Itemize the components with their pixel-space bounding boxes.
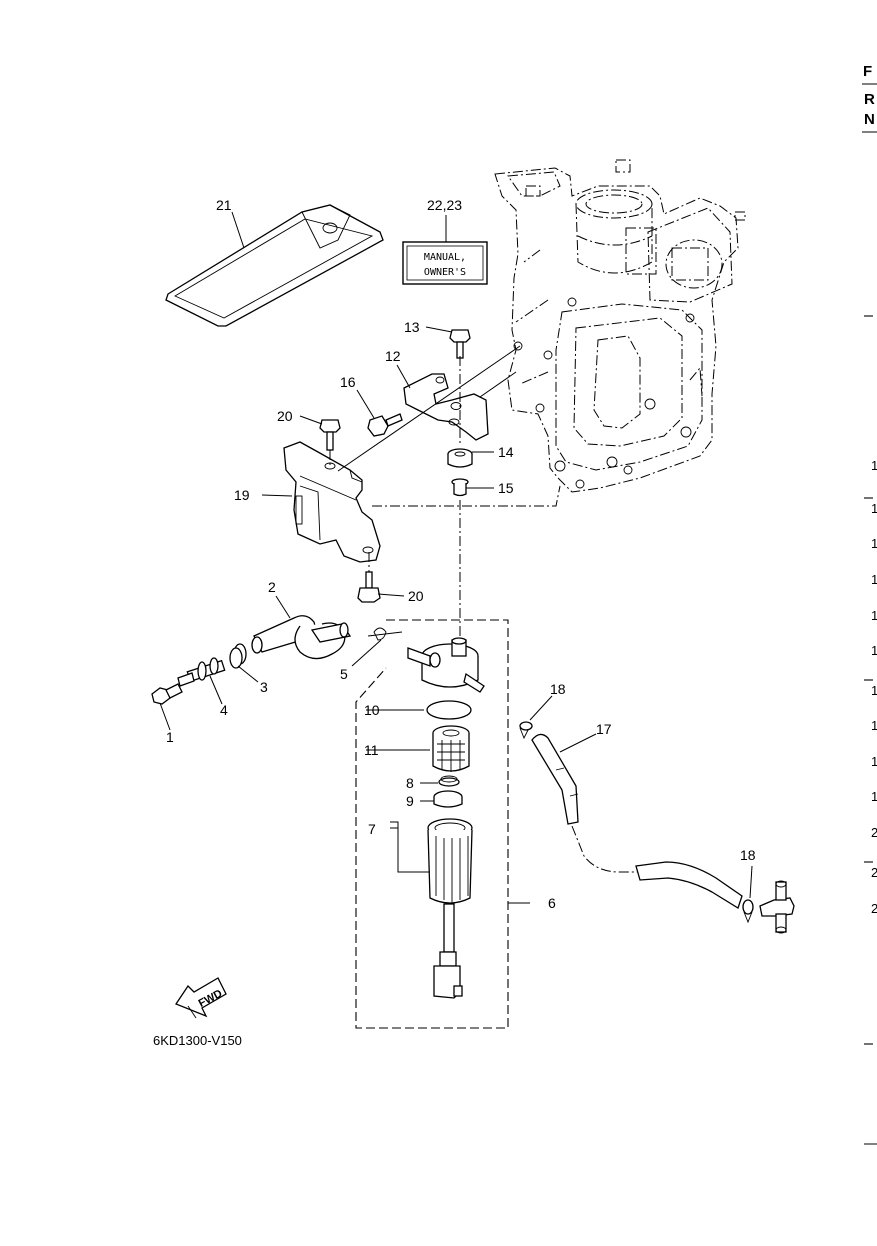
manual-text-line2: OWNER'S	[424, 267, 466, 278]
tee-joint-part	[759, 880, 795, 934]
callout-18-upper: 18	[550, 681, 566, 697]
clip-18-upper-part	[519, 695, 553, 740]
callout-3: 3	[260, 679, 268, 695]
callout-8: 8	[406, 775, 414, 791]
bracket-part	[396, 364, 489, 441]
callout-9: 9	[406, 793, 414, 809]
edge-letter: R	[864, 91, 875, 108]
callout-4: 4	[220, 702, 228, 718]
owners-manual-label: MANUAL, OWNER'S	[402, 215, 488, 285]
edge-number: 2	[871, 825, 877, 840]
clip-18-lower-part	[742, 865, 754, 924]
bolt-20-upper-part	[299, 415, 341, 451]
callout-18-lower: 18	[740, 847, 756, 863]
callout-1: 1	[166, 729, 174, 745]
callout-22-23: 22,23	[427, 197, 462, 213]
diagram-code: 6KD1300-V150	[153, 1033, 242, 1048]
callout-13: 13	[404, 319, 420, 335]
float-part	[420, 790, 463, 808]
callout-20-lower: 20	[408, 588, 424, 604]
o-ring-part	[366, 700, 472, 720]
edge-number: 1	[871, 718, 877, 733]
edge-number: 1	[871, 608, 877, 623]
edge-number: 1	[871, 789, 877, 804]
manual-pouch-part	[165, 204, 384, 327]
connection-lines	[329, 345, 561, 640]
callout-12: 12	[385, 348, 401, 364]
plug-1-part	[151, 683, 183, 731]
joint-4-part	[177, 657, 226, 705]
callout-7: 7	[368, 821, 376, 837]
bolt-16-part	[356, 389, 403, 437]
edge-number: 2	[871, 901, 877, 916]
callout-11: 11	[364, 742, 379, 758]
callout-15: 15	[498, 480, 514, 496]
edge-number: 1	[871, 458, 877, 473]
right-edge-fragments: F R N 1 1 1 1 1 1 1 1 1 1 2 2 2	[862, 63, 877, 1145]
callout-5: 5	[340, 666, 348, 682]
edge-number: 1	[871, 501, 877, 516]
bolt-13-part	[425, 326, 471, 359]
fwd-arrow-icon: FWD	[175, 977, 227, 1019]
bolt-20-lower-part	[357, 571, 405, 603]
callout-19: 19	[234, 487, 250, 503]
edge-number: 1	[871, 572, 877, 587]
callout-20-upper: 20	[277, 408, 293, 424]
edge-number: 2	[871, 865, 877, 880]
edge-number: 1	[871, 643, 877, 658]
callout-16: 16	[340, 374, 356, 390]
spring-part	[420, 775, 460, 787]
cover-bracket-part	[261, 441, 381, 563]
collar-part	[451, 478, 494, 497]
edge-number: 1	[871, 683, 877, 698]
fuel-filter-assembly	[355, 619, 530, 1029]
engine-throttle-body	[494, 159, 746, 493]
callout-14: 14	[498, 444, 514, 460]
clip-5-part	[351, 627, 403, 667]
grommet-part	[447, 448, 494, 468]
filter-head-part	[407, 637, 485, 693]
edge-number: 1	[871, 754, 877, 769]
filter-element-part	[366, 725, 470, 772]
edge-letter: N	[864, 111, 875, 128]
fuel-hose-17-part	[531, 733, 743, 909]
callout-6: 6	[548, 895, 556, 911]
callout-labels: 21 22,23 13 12 16 20 14 15 19 2 20 5 3 1…	[166, 197, 756, 911]
clip-3-part	[229, 643, 259, 683]
fuel-hose-part	[251, 595, 352, 660]
edge-letter: F	[863, 63, 872, 80]
callout-2: 2	[268, 579, 276, 595]
edge-number: 1	[871, 536, 877, 551]
callout-10: 10	[364, 702, 380, 718]
callout-17: 17	[596, 721, 612, 737]
filter-cup-part	[390, 818, 473, 999]
manual-text-line1: MANUAL,	[424, 252, 466, 263]
callout-21: 21	[216, 197, 232, 213]
